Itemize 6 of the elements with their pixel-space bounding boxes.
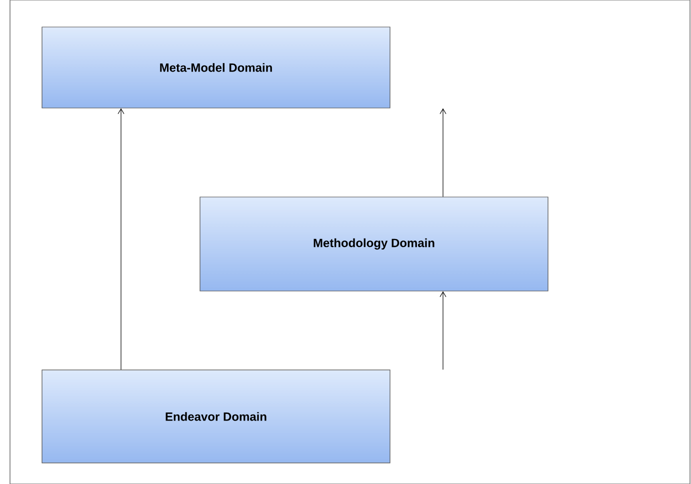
arrow [118,108,124,370]
domain-box: Meta-Model Domain [42,26,390,108]
domain-box: Methodology Domain [200,196,548,292]
domain-box: Endeavor Domain [42,370,390,464]
arrow [440,108,446,197]
arrow [440,291,446,370]
